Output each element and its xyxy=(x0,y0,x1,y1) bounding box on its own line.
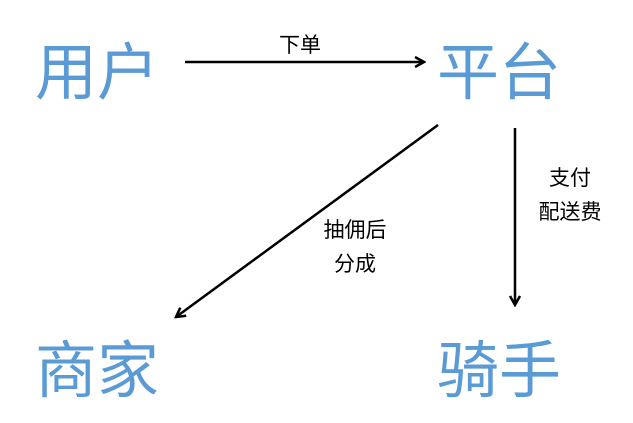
label-order: 下单 xyxy=(279,33,321,57)
node-platform: 平台 xyxy=(436,36,561,109)
label-commission-line2: 分成 xyxy=(334,252,376,276)
label-payment-line2: 配送费 xyxy=(538,200,602,224)
label-commission-line1: 抽佣后 xyxy=(323,218,387,242)
label-payment-line1: 支付 xyxy=(549,166,591,190)
arrow-platform-to-merchant xyxy=(176,123,439,317)
node-user: 用户 xyxy=(34,36,159,109)
node-merchant: 商家 xyxy=(34,334,159,407)
node-rider: 骑手 xyxy=(436,334,561,407)
